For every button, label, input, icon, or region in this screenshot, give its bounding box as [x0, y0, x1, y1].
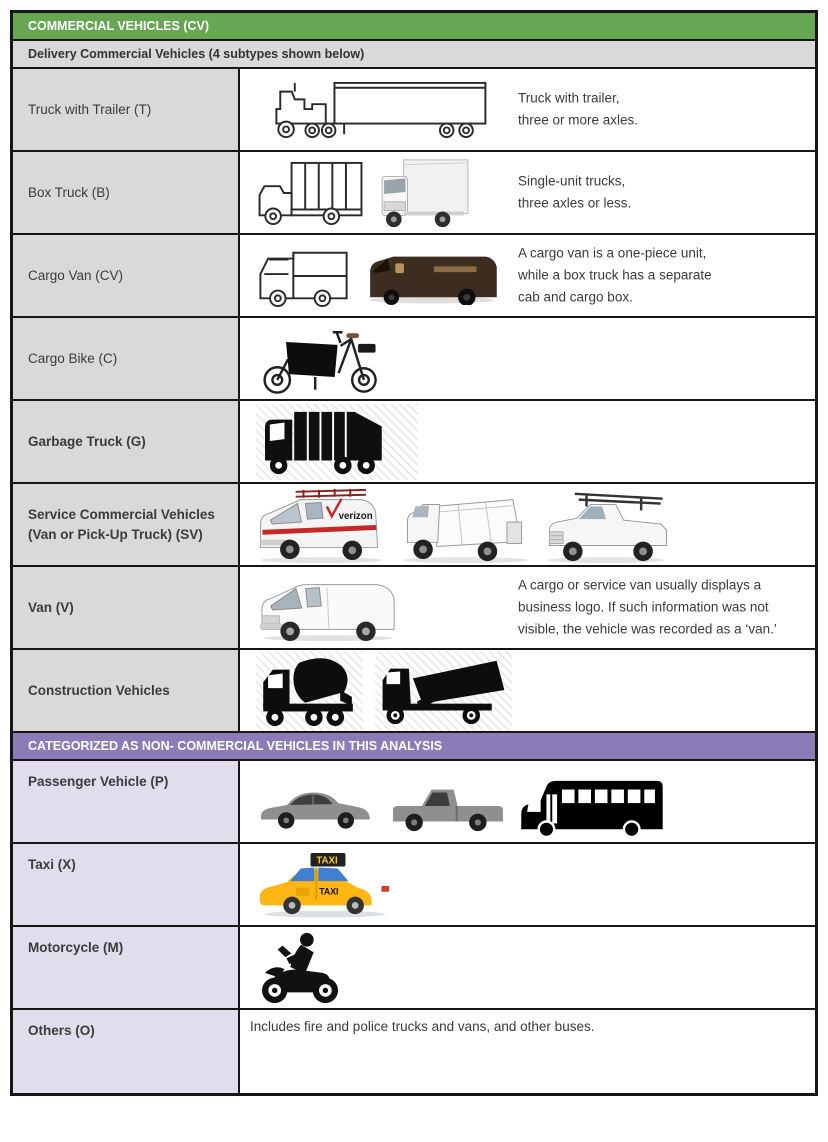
row-description: A cargo or service van usually displays … [518, 577, 777, 637]
delivery-subheader: Delivery Commercial Vehicles (4 subtypes… [13, 41, 815, 69]
white-cargo-van-icon [259, 583, 395, 641]
table-row: Cargo Bike (C) [13, 318, 815, 401]
table-row: Service Commercial Vehicles (Van or Pick… [13, 484, 815, 567]
taxi-roof-sign-text: TAXI [316, 855, 338, 866]
table-row: Construction Vehicles [13, 650, 815, 733]
row-label: Service Commercial Vehicles (Van or Pick… [13, 484, 240, 565]
service-van-icon: verizon [260, 488, 382, 563]
row-label: Garbage Truck (G) [13, 401, 240, 482]
row-label: Van (V) [13, 567, 240, 648]
shuttle-bus-icon [521, 781, 663, 838]
table-row: Taxi (X) TAXI TAXI [13, 844, 815, 927]
row-label: Others (O) [13, 1010, 240, 1093]
noncommercial-vehicles-header: CATEGORIZED AS NON- COMMERCIAL VEHICLES … [13, 733, 815, 761]
sedan-icon [260, 792, 370, 829]
row-label: Cargo Van (CV) [13, 235, 240, 316]
row-label: Construction Vehicles [13, 650, 240, 731]
row-description: Includes fire and police trucks and vans… [250, 1019, 595, 1034]
row-label: Truck with Trailer (T) [13, 69, 240, 150]
taxi-door-text: TAXI [319, 886, 338, 896]
row-label: Taxi (X) [13, 844, 240, 925]
cement-mixer-icon [263, 657, 353, 726]
step-van-line-icon [259, 251, 348, 307]
commercial-vehicles-header: COMMERCIAL VEHICLES (CV) [13, 13, 815, 41]
motorcycle-icon [262, 932, 339, 1003]
cargo-bike-icon [263, 330, 377, 394]
row-label: Box Truck (B) [13, 152, 240, 233]
pickup-truck-icon [392, 789, 503, 831]
table-row: Box Truck (B) [13, 152, 815, 235]
row-description: A cargo van is a one-piece unit, while a… [518, 245, 712, 305]
row-label: Passenger Vehicle (P) [13, 761, 240, 842]
row-description: Single-unit trucks, three axles or less. [518, 173, 632, 211]
table-row: Garbage Truck (G) [13, 401, 815, 484]
verizon-logo-text: verizon [339, 511, 373, 522]
dump-truck-icon [382, 660, 505, 724]
table-row: Van (V) A cargo or service van usually d… [13, 567, 815, 650]
table-row: Motorcycle (M) [13, 927, 815, 1010]
table-row: Others (O) Includes fire and police truc… [13, 1010, 815, 1093]
garbage-truck-icon [265, 411, 382, 474]
row-description: Truck with trailer, three or more axles. [518, 90, 639, 128]
box-truck-photo-icon [381, 158, 469, 227]
row-label: Motorcycle (M) [13, 927, 240, 1008]
brown-delivery-van-icon [370, 256, 497, 305]
vehicle-classification-table: COMMERCIAL VEHICLES (CV) Delivery Commer… [10, 10, 818, 1096]
table-row: Passenger Vehicle (P) [13, 761, 815, 844]
table-row: Cargo Van (CV) [13, 235, 815, 318]
row-label: Cargo Bike (C) [13, 318, 240, 399]
taxi-icon: TAXI TAXI [259, 852, 390, 918]
service-pickup-icon [547, 492, 667, 563]
box-truck-line-icon [258, 161, 363, 225]
utility-truck-icon [403, 498, 529, 563]
table-row: Truck with Trailer (T) [13, 69, 815, 152]
semi-truck-with-trailer-icon [275, 81, 487, 138]
